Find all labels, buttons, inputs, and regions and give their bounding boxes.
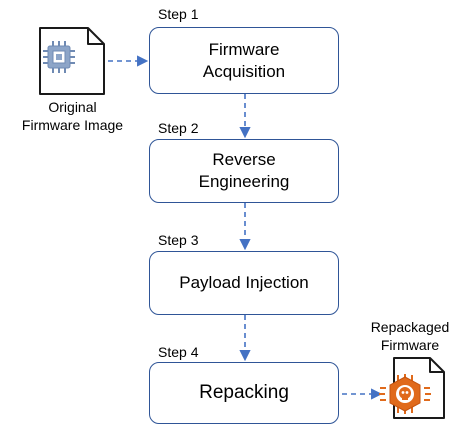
step-2-label: Step 2 — [158, 120, 199, 136]
repackaged-firmware-file-icon — [379, 357, 445, 419]
step-3-label: Step 3 — [158, 232, 199, 248]
repackaged-firmware-caption-line-2: Firmware — [380, 337, 440, 353]
step-1-label: Step 1 — [158, 6, 199, 22]
original-firmware-file-icon — [39, 27, 105, 95]
step-2-text-line-1: Reverse — [212, 150, 276, 169]
step-1-box: Firmware Acquisition — [149, 27, 339, 94]
step-4-box: Repacking — [149, 362, 339, 424]
repackaged-firmware-caption-line-1: Repackaged — [370, 319, 450, 335]
step-3-box: Payload Injection — [149, 251, 339, 315]
step-2-text-line-2: Engineering — [198, 172, 290, 191]
original-firmware-caption-line-1: Original — [48, 99, 97, 115]
step-4-text: Repacking — [199, 382, 289, 403]
step-4-label: Step 4 — [158, 344, 199, 360]
step-1-text-line-1: Firmware — [208, 39, 280, 59]
original-firmware-caption: Original Firmware Image — [0, 98, 145, 134]
malware-icon — [379, 374, 431, 414]
original-firmware-caption-line-2: Firmware Image — [21, 117, 124, 133]
step-1-text-line-2: Acquisition — [202, 61, 286, 81]
step-3-text: Payload Injection — [179, 273, 309, 292]
chip-icon — [43, 41, 75, 73]
repackaged-firmware-caption: Repackaged Firmware — [356, 318, 464, 354]
step-2-box: Reverse Engineering — [149, 139, 339, 203]
